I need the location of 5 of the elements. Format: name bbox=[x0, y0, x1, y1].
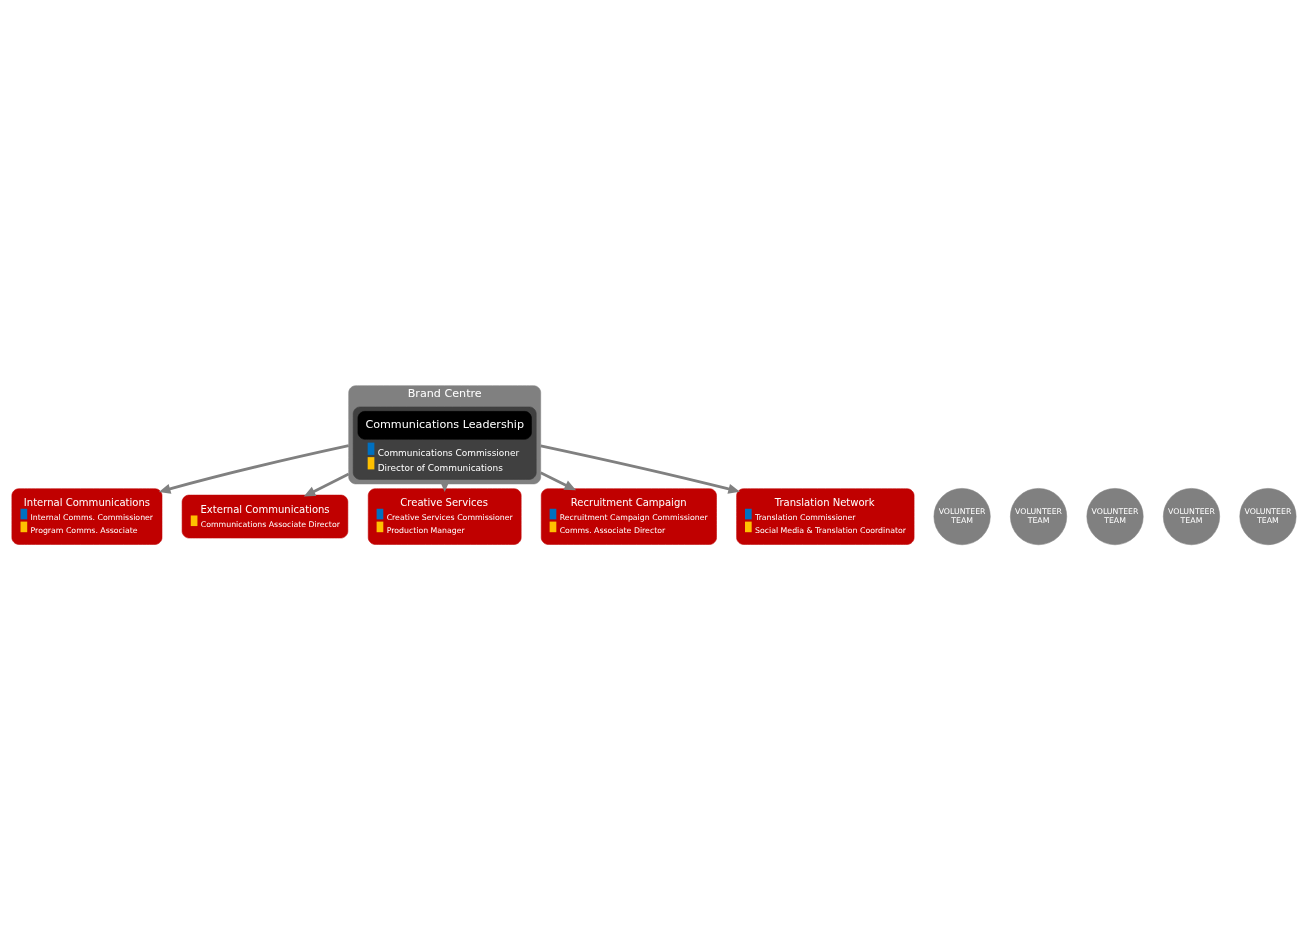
arrow bbox=[158, 444, 349, 494]
arrow bbox=[540, 471, 577, 491]
node-box: Communications Leadership bbox=[357, 411, 532, 440]
arrow bbox=[540, 444, 740, 494]
arrow bbox=[303, 472, 350, 497]
